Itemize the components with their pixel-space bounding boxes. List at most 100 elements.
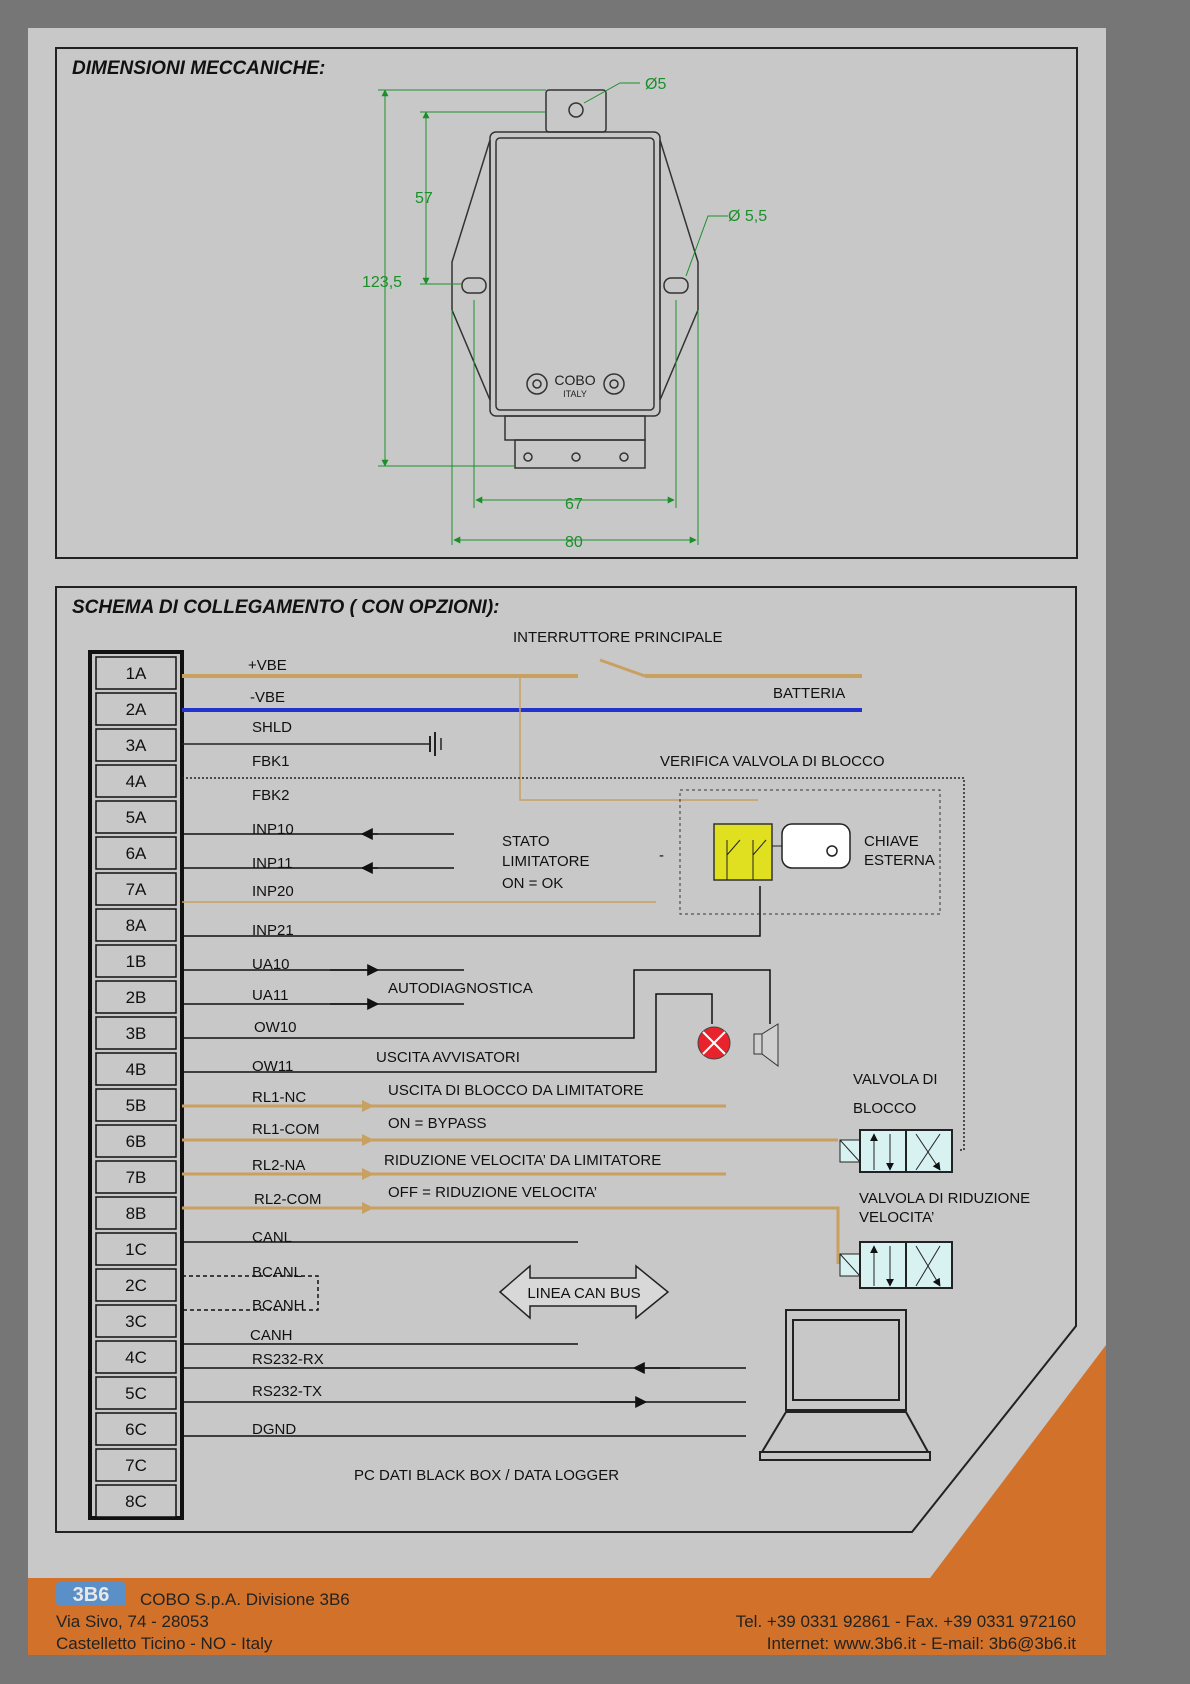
sig-rl1-nc: RL1-NC [252, 1089, 306, 1106]
laptop-icon [759, 1309, 931, 1461]
footer-address: Via Sivo, 74 - 28053 [56, 1612, 209, 1631]
sig-inp10: INP10 [252, 821, 294, 838]
terminal-pin-label: 8A [126, 916, 147, 935]
terminal-pin-label: 7C [125, 1456, 147, 1475]
lamp-icon [697, 1026, 731, 1060]
sig-rl2-na: RL2-NA [252, 1157, 305, 1174]
footer-band [28, 1578, 1106, 1655]
label-can-bus: LINEA CAN BUS [527, 1285, 640, 1302]
brand-logo: COBO [554, 372, 595, 388]
terminal-cell [95, 764, 177, 798]
can-bus-arrow [498, 1264, 670, 1320]
sig-dgnd: DGND [252, 1421, 296, 1438]
sig-bcanl: BCANL [252, 1264, 302, 1281]
terminal-cell [95, 1196, 177, 1230]
sig-inp20: INP20 [252, 883, 294, 900]
footer-logo: 3B6 [56, 1582, 126, 1606]
footer-web: Internet: www.3b6.it - E-mail: 3b6@3b6.i… [767, 1634, 1077, 1653]
terminal-cell [95, 1124, 177, 1158]
dim-hole-side: Ø 5,5 [728, 208, 767, 225]
valve-block-symbol [839, 1129, 953, 1173]
dim-width-80: 80 [565, 534, 583, 551]
footer-company: COBO S.p.A. Divisione 3B6 [140, 1590, 350, 1609]
label-uscita-avv: USCITA AVVISATORI [376, 1049, 520, 1066]
brand-sub: ITALY [563, 389, 587, 399]
label-autodiag: AUTODIAGNOSTICA [388, 980, 533, 997]
terminal-pin-label: 3B [126, 1024, 147, 1043]
terminal-pin-label: 5C [125, 1384, 147, 1403]
terminal-pin-label: 3A [126, 736, 147, 755]
label-valve-red-1: VALVOLA DI RIDUZIONE [859, 1190, 1030, 1207]
terminal-pin-label: 5B [126, 1096, 147, 1115]
key-switch-assembly [679, 789, 941, 915]
sig-inp11: INP11 [252, 855, 293, 872]
page-background [28, 28, 1106, 1655]
terminal-cell [95, 1376, 177, 1410]
label-key-1: CHIAVE [864, 833, 919, 850]
sig-rl1-com: RL1-COM [252, 1121, 320, 1138]
label-limitatore: LIMITATORE [502, 853, 590, 870]
sig-shld: SHLD [252, 719, 292, 736]
dim-height-57: 57 [415, 190, 433, 207]
label-riduzione: RIDUZIONE VELOCITA’ DA LIMITATORE [384, 1152, 661, 1169]
terminal-cell [95, 1232, 177, 1266]
terminal-cell [95, 800, 177, 834]
terminal-cell [95, 728, 177, 762]
terminal-cell [95, 908, 177, 942]
label-valve-red-2: VELOCITA’ [859, 1209, 934, 1226]
sig-fbk2: FBK2 [252, 787, 290, 804]
label-uscita-blocco: USCITA DI BLOCCO DA LIMITATORE [388, 1082, 644, 1099]
terminal-pin-label: 4A [126, 772, 147, 791]
terminal-pin-label: 7A [126, 880, 147, 899]
sig-rs232-rx: RS232-RX [252, 1351, 324, 1368]
terminal-pin-label: 7B [126, 1168, 147, 1187]
terminal-pin-label: 5A [126, 808, 147, 827]
terminal-cell [95, 1088, 177, 1122]
label-valve-block-1: VALVOLA DI [853, 1071, 938, 1088]
terminal-cell [95, 1016, 177, 1050]
horn-icon [753, 1023, 779, 1067]
sig-fbk1: FBK1 [252, 753, 290, 770]
terminal-pin-label: 4B [126, 1060, 147, 1079]
terminal-cell [95, 944, 177, 978]
terminal-cell [95, 1412, 177, 1446]
terminal-pin-label: 1C [125, 1240, 147, 1259]
terminal-cell [95, 1484, 177, 1518]
label-on-bypass: ON = BYPASS [388, 1115, 487, 1132]
valve-reduction-symbol [839, 1241, 953, 1289]
serial-wiring [182, 1362, 746, 1437]
label-stato: STATO [502, 833, 550, 850]
terminal-pin-label: 2A [126, 700, 147, 719]
terminal-cell [95, 656, 177, 690]
dim-width-67: 67 [565, 496, 583, 513]
sig-canh: CANH [250, 1327, 293, 1344]
label-main-switch: INTERRUTTORE PRINCIPALE [513, 629, 722, 646]
schema-frame [55, 586, 1077, 1533]
terminal-cell [95, 1052, 177, 1086]
terminal-pin-label: 2C [125, 1276, 147, 1295]
power-wiring [182, 658, 965, 1151]
mechanical-title: DIMENSIONI MECCANICHE: [72, 58, 325, 79]
sig-ow11: OW11 [252, 1058, 293, 1075]
terminal-pin-label: 8C [125, 1492, 147, 1511]
terminal-cell [95, 692, 177, 726]
footer-logo-text: 3B6 [73, 1584, 110, 1606]
sig-bcanh: BCANH [252, 1297, 305, 1314]
terminal-pin-label: 1B [126, 952, 147, 971]
terminal-pin-label: 6B [126, 1132, 147, 1151]
terminal-cell [95, 836, 177, 870]
terminal-pin-label: 6A [126, 844, 147, 863]
dim-height-123: 123,5 [362, 274, 402, 291]
label-on-ok: ON = OK [502, 875, 563, 892]
terminal-cell [95, 1304, 177, 1338]
terminal-cell [95, 872, 177, 906]
label-valve-check: VERIFICA VALVOLA DI BLOCCO [660, 753, 885, 770]
terminal-pin-label: 2B [126, 988, 147, 1007]
terminal-pin-label: 8B [126, 1204, 147, 1223]
label-pc: PC DATI BLACK BOX / DATA LOGGER [354, 1467, 619, 1484]
terminal-cell [95, 1160, 177, 1194]
relay-wiring [182, 1100, 840, 1264]
sig-canl: CANL [252, 1229, 292, 1246]
sig-vbe-neg: -VBE [250, 689, 285, 706]
